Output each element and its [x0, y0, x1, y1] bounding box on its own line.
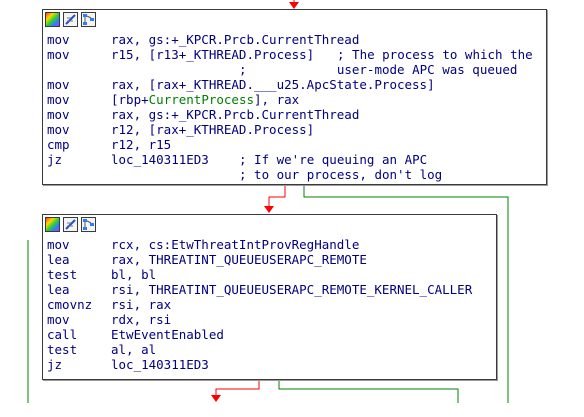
instruction-line[interactable]: call EtwEventEnabled	[47, 327, 494, 342]
comment: ; to our process, don't log	[239, 167, 443, 182]
operands: rcx, cs:EtwThreatIntProvRegHandle	[111, 237, 360, 252]
instruction-list: mov rax, gs:+_KPCR.Prcb.CurrentThread mo…	[47, 32, 544, 182]
mnemonic: lea	[47, 282, 70, 297]
operands: rax, [rax+_KTHREAD.___u25.ApcState.Proce…	[111, 77, 435, 92]
operands: al, al	[111, 342, 157, 357]
mnemonic: cmp	[47, 137, 70, 152]
instruction-line[interactable]: test bl, bl	[47, 267, 494, 282]
block-header	[43, 10, 546, 30]
instruction-line[interactable]: mov r12, [rax+_KTHREAD.Process]	[47, 122, 544, 137]
operands: rax, gs:+_KPCR.Prcb.CurrentThread	[111, 32, 360, 47]
instruction-line[interactable]: cmp r12, r15	[47, 137, 544, 152]
comment-line[interactable]: ; user-mode APC was queued	[47, 62, 544, 77]
mnemonic: lea	[47, 252, 70, 267]
mnemonic: mov	[47, 122, 70, 137]
block-header	[43, 215, 496, 235]
mnemonic: cmovnz	[47, 297, 93, 312]
operands: r12, [rax+_KTHREAD.Process]	[111, 122, 315, 137]
mnemonic: mov	[47, 77, 70, 92]
mnemonic: call	[47, 327, 78, 342]
operands: rdx, rsi	[111, 312, 172, 327]
mnemonic: test	[47, 342, 78, 357]
jump-target-link[interactable]: loc_140311ED3	[111, 152, 209, 167]
palette-icon[interactable]	[45, 217, 60, 232]
palette-icon[interactable]	[45, 12, 60, 27]
edge-block1-to-block2	[268, 184, 286, 207]
instruction-line[interactable]: mov [rbp+CurrentProcess], rax	[47, 92, 544, 107]
comment: ; If we're queuing an APC	[239, 152, 428, 167]
operands: rsi, rax	[111, 297, 172, 312]
mnemonic: mov	[47, 47, 70, 62]
comment: ; user-mode APC was queued	[239, 62, 518, 77]
flow-edges	[27, 0, 509, 403]
mnemonic: mov	[47, 107, 70, 122]
arrow-head-icon	[289, 2, 299, 9]
mnemonic: mov	[47, 32, 70, 47]
operand-part: ], rax	[254, 92, 300, 107]
instruction-line[interactable]: mov rax, gs:+_KPCR.Prcb.CurrentThread	[47, 32, 544, 47]
jump-target-link[interactable]: loc_140311ED3	[111, 357, 209, 372]
mnemonic: mov	[47, 237, 70, 252]
instruction-line[interactable]: test al, al	[47, 342, 494, 357]
graph-icon[interactable]	[81, 217, 96, 232]
mnemonic: test	[47, 267, 78, 282]
instruction-line[interactable]: lea rax, THREATINT_QUEUEUSERAPC_REMOTE	[47, 252, 494, 267]
instruction-line[interactable]: mov rax, gs:+_KPCR.Prcb.CurrentThread	[47, 107, 544, 122]
edge-block1-jz-target	[303, 184, 509, 403]
operands: rsi, THREATINT_QUEUEUSERAPC_REMOTE_KERNE…	[111, 282, 473, 297]
comment-line[interactable]: ; to our process, don't log	[47, 167, 544, 182]
operands: rax, gs:+_KPCR.Prcb.CurrentThread	[111, 107, 360, 122]
edit-icon[interactable]	[63, 12, 78, 27]
mnemonic: jz	[47, 152, 63, 167]
instruction-line[interactable]: jz loc_140311ED3	[47, 357, 494, 372]
edge-block2-jz-target	[278, 379, 459, 403]
graph-icon[interactable]	[81, 12, 96, 27]
instruction-line[interactable]: jz loc_140311ED3 ; If we're queuing an A…	[47, 152, 544, 167]
operands: r12, r15	[111, 137, 172, 152]
mnemonic: jz	[47, 357, 63, 372]
operands: rax, THREATINT_QUEUEUSERAPC_REMOTE	[111, 252, 367, 267]
operands: bl, bl	[111, 267, 157, 282]
mnemonic: mov	[47, 312, 70, 327]
instruction-line[interactable]: lea rsi, THREATINT_QUEUEUSERAPC_REMOTE_K…	[47, 282, 494, 297]
basic-block-1[interactable]: mov rax, gs:+_KPCR.Prcb.CurrentThread mo…	[42, 9, 547, 185]
instruction-line[interactable]: cmovnz rsi, rax	[47, 297, 494, 312]
mnemonic: mov	[47, 92, 70, 107]
operands: r15, [r13+_KTHREAD.Process]	[111, 47, 315, 62]
comment: ; The process to which the	[337, 47, 533, 62]
arrow-head-icon	[211, 395, 221, 402]
operands: [rbp+CurrentProcess], rax	[111, 92, 299, 107]
operand-part: [rbp+	[111, 92, 149, 107]
instruction-line[interactable]: mov rcx, cs:EtwThreatIntProvRegHandle	[47, 237, 494, 252]
arrow-head-icon	[264, 206, 274, 213]
edge-block2-next	[215, 379, 260, 396]
variable-name[interactable]: CurrentProcess	[148, 92, 254, 107]
edit-icon[interactable]	[63, 217, 78, 232]
basic-block-2[interactable]: mov rcx, cs:EtwThreatIntProvRegHandle le…	[42, 214, 497, 380]
call-target-link[interactable]: EtwEventEnabled	[111, 327, 224, 342]
instruction-line[interactable]: mov r15, [r13+_KTHREAD.Process] ; The pr…	[47, 47, 544, 62]
instruction-line[interactable]: mov rax, [rax+_KTHREAD.___u25.ApcState.P…	[47, 77, 544, 92]
instruction-list: mov rcx, cs:EtwThreatIntProvRegHandle le…	[47, 237, 494, 372]
instruction-line[interactable]: mov rdx, rsi	[47, 312, 494, 327]
